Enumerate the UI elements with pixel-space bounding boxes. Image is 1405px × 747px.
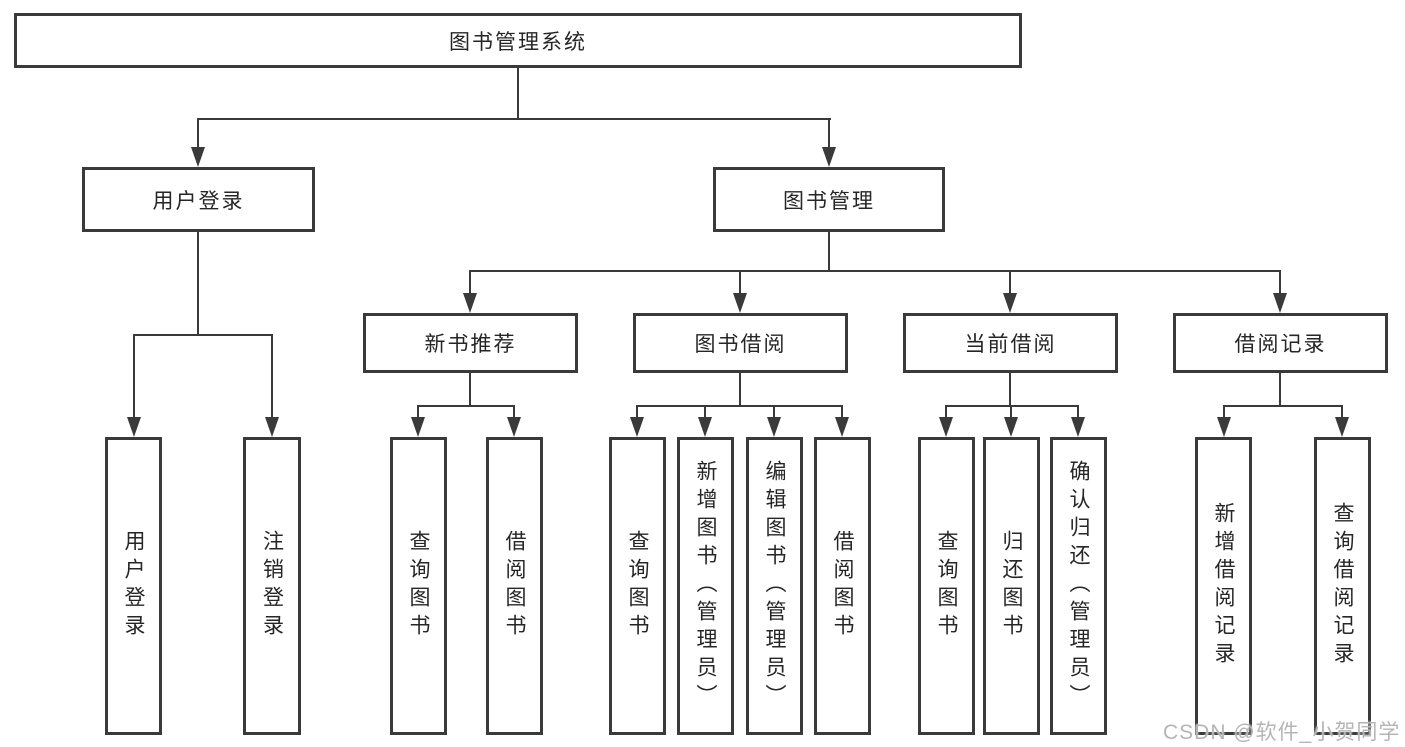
node-leaf-label: 用户登录 <box>122 530 145 642</box>
arrow-down-icon <box>939 417 953 437</box>
node-leaf-label: 确认归还（管理员） <box>1067 460 1090 712</box>
connector-line <box>197 118 831 120</box>
node-leaf-label: 查询图书 <box>626 530 649 642</box>
node-module-current-borrow: 当前借阅 <box>903 313 1118 373</box>
node-leaf-borrow-books-1: 借阅图书 <box>486 437 543 735</box>
arrow-down-icon <box>767 417 781 437</box>
connector-line <box>636 405 843 407</box>
node-leaf-label: 归还图书 <box>1000 530 1023 642</box>
node-leaf-return-book: 归还图书 <box>983 437 1040 735</box>
connector-line <box>945 405 1079 407</box>
connector-line <box>1279 373 1281 407</box>
node-leaf-confirm-return-admin: 确认归还（管理员） <box>1050 437 1107 735</box>
node-leaf-query-borrow-record: 查询借阅记录 <box>1314 437 1371 735</box>
node-module-label: 借阅记录 <box>1234 333 1327 356</box>
connector-line <box>636 405 638 419</box>
connector-line <box>1223 405 1225 419</box>
connector-line <box>197 232 199 336</box>
connector-line <box>513 405 515 419</box>
node-module-label: 新书推荐 <box>424 333 517 356</box>
connector-line <box>1009 373 1011 407</box>
watermark: CSDN @软件_小贺同学 <box>1163 721 1401 744</box>
connector-line <box>704 405 706 419</box>
arrow-down-icon <box>191 147 205 167</box>
connector-line <box>469 270 471 295</box>
node-leaf-borrow-books-2: 借阅图书 <box>814 437 871 735</box>
node-root: 图书管理系统 <box>14 13 1022 68</box>
arrow-down-icon <box>1217 417 1231 437</box>
node-module-label: 图书借阅 <box>694 333 787 356</box>
connector-line <box>197 118 199 150</box>
arrow-down-icon <box>507 417 521 437</box>
node-leaf-query-books-2: 查询图书 <box>609 437 666 735</box>
connector-line <box>773 405 775 419</box>
arrow-down-icon <box>822 147 836 167</box>
node-leaf-label: 查询图书 <box>935 530 958 642</box>
connector-line <box>133 334 273 336</box>
connector-line <box>517 68 519 120</box>
connector-line <box>828 118 830 150</box>
node-leaf-label: 新增图书（管理员） <box>694 460 717 712</box>
node-leaf-label: 新增借阅记录 <box>1212 502 1235 670</box>
node-branch-book-management: 图书管理 <box>713 167 945 232</box>
arrow-down-icon <box>698 417 712 437</box>
arrow-down-icon <box>835 417 849 437</box>
arrow-down-icon <box>1071 417 1085 437</box>
connector-line <box>1009 270 1011 295</box>
node-leaf-label: 注销登录 <box>260 530 284 642</box>
node-module-new-book-recommend: 新书推荐 <box>363 313 578 373</box>
connector-line <box>1341 405 1343 419</box>
arrow-down-icon <box>411 417 425 437</box>
arrow-down-icon <box>265 417 279 437</box>
node-leaf-label: 借阅图书 <box>503 530 526 642</box>
connector-line <box>1077 405 1079 419</box>
arrow-down-icon <box>733 293 747 313</box>
node-branch-label: 用户登录 <box>152 189 245 213</box>
arrow-down-icon <box>630 417 644 437</box>
node-leaf-label: 查询图书 <box>407 530 430 642</box>
connector-line <box>1279 270 1281 295</box>
connector-line <box>417 405 515 407</box>
node-leaf-user-login: 用户登录 <box>105 437 162 735</box>
arrow-down-icon <box>463 293 477 313</box>
connector-line <box>417 405 419 419</box>
arrow-down-icon <box>127 417 141 437</box>
node-leaf-label: 查询借阅记录 <box>1331 502 1354 670</box>
connector-line <box>271 334 273 420</box>
node-module-book-borrow: 图书借阅 <box>633 313 848 373</box>
node-root-label: 图书管理系统 <box>449 30 587 54</box>
node-branch-user-login: 用户登录 <box>82 167 315 232</box>
connector-line <box>739 270 741 295</box>
connector-line <box>1010 405 1012 419</box>
arrow-down-icon <box>1004 417 1018 437</box>
node-leaf-label: 编辑图书（管理员） <box>763 460 786 712</box>
connector-line <box>1223 405 1343 407</box>
arrow-down-icon <box>1335 417 1349 437</box>
node-leaf-add-borrow-record: 新增借阅记录 <box>1195 437 1252 735</box>
connector-line <box>469 270 1281 272</box>
node-leaf-query-books-3: 查询图书 <box>918 437 975 735</box>
connector-line <box>828 232 830 272</box>
node-leaf-query-books-1: 查询图书 <box>390 437 447 735</box>
node-module-label: 当前借阅 <box>964 333 1057 356</box>
connector-line <box>841 405 843 419</box>
node-leaf-logout: 注销登录 <box>243 437 301 735</box>
node-leaf-edit-book-admin: 编辑图书（管理员） <box>746 437 803 735</box>
arrow-down-icon <box>1003 293 1017 313</box>
node-branch-label: 图书管理 <box>783 189 875 213</box>
connector-line <box>945 405 947 419</box>
node-module-borrow-records: 借阅记录 <box>1173 313 1388 373</box>
node-leaf-label: 借阅图书 <box>831 530 854 642</box>
connector-line <box>133 334 135 420</box>
connector-line <box>739 373 741 407</box>
connector-line <box>469 373 471 407</box>
arrow-down-icon <box>1273 293 1287 313</box>
node-leaf-add-book-admin: 新增图书（管理员） <box>677 437 734 735</box>
